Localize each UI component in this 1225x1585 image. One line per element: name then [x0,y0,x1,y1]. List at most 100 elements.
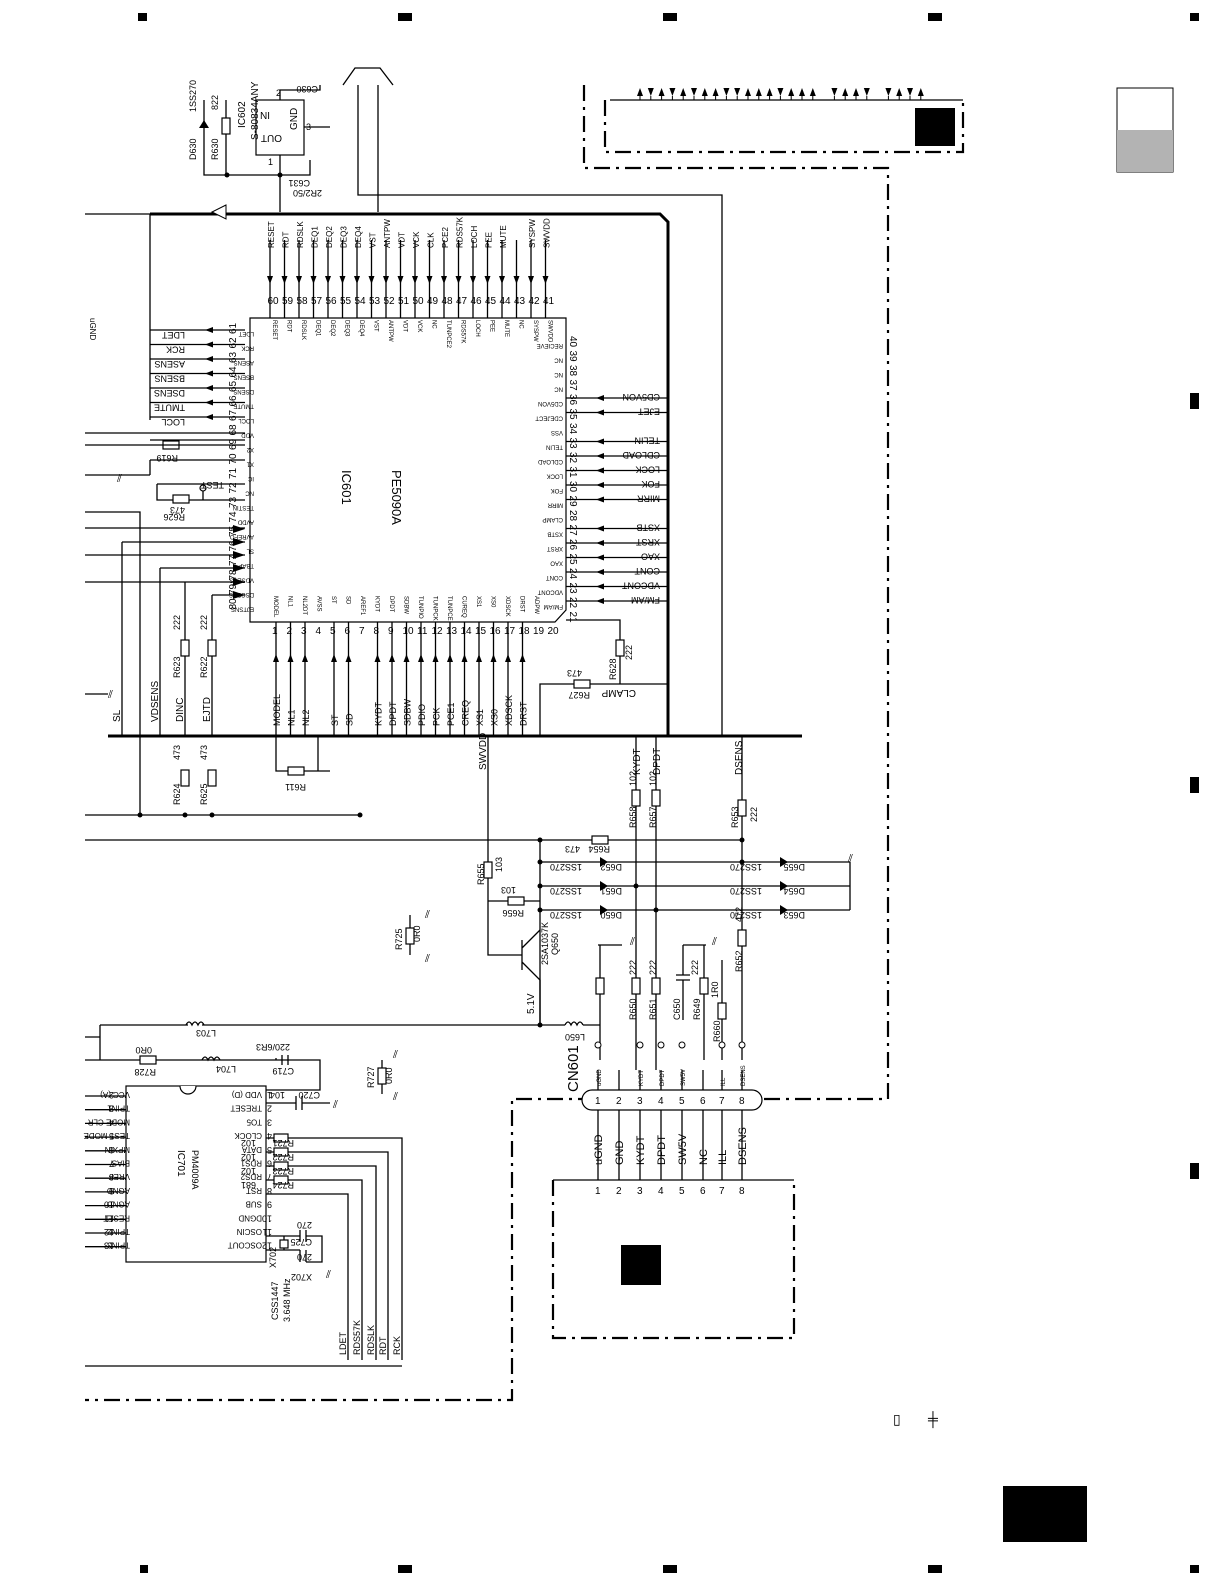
ic601-pin-number: 80 [228,598,239,610]
ic601-pin-number: 8 [374,626,380,637]
cn601-lower-pin-number: 3 [637,1186,643,1197]
ic601-net-label: CONT [634,566,660,576]
ic601-pin-number: 77 [228,554,239,566]
ic601-pin-number: 39 [567,351,578,363]
r658-val: 102 [628,771,638,786]
r654-val: 473 [565,844,580,854]
ic601-net-label: SYSPW [528,219,537,248]
r724-ref: R724 [272,1180,294,1190]
ic601-pin-number: 2 [287,626,293,637]
ic701-pin-number: 12 [104,1227,114,1237]
ic601-net-label: XAO [641,552,660,562]
connector-arrow [669,88,676,96]
c726-ref: X702 [291,1272,312,1282]
connector-arrow [755,88,762,96]
r653-val: 222 [749,807,759,822]
lower-board-marker [621,1245,661,1285]
r725-val: 0R0 [412,925,422,942]
ic701-pin-number: 3 [109,1104,114,1114]
ic601-pin-number: 7 [359,626,365,637]
ic701-pin-name: MODE CLR [88,1117,130,1126]
ic601-pin-name: SYSPW [532,320,538,342]
cn601-tap-label: KYDT [639,1070,645,1086]
d630-ref: D630 [188,138,198,160]
ic601-net-label: EJET [637,407,660,417]
c720-val: 104 [270,1090,285,1100]
ic602-pin1: 1 [268,157,273,167]
cn601-tap-label: uGND [597,1069,603,1086]
ic601-pin-number: 13 [446,626,458,637]
cn601-pin-number: 5 [679,1096,685,1107]
ic601-net-label: PEE [485,232,494,248]
ic701-pin-name: VREF [109,1172,130,1181]
ic601-pin-name: MIRR [547,502,563,508]
d654-type: 1SS270 [730,886,762,896]
ic601-pin-number: 28 [567,510,578,522]
r721-val: 102 [241,1138,256,1148]
svg-text:⫽: ⫽ [424,909,430,921]
ic601-net-label: SD [345,713,355,726]
ic601-net-label: RDS57K [456,216,465,248]
wire [539,619,668,736]
ic601-pin-name: NC [245,490,254,496]
ic701-pin-name: SUB [246,1200,262,1209]
ic601-pin-number: 32 [567,452,578,464]
cn601-lower-pin-number: 6 [700,1186,706,1197]
cn601-pin-number: 8 [739,1096,745,1107]
d630-type: 1SS270 [188,80,198,112]
ic601-pin-number: 27 [567,525,578,537]
ic601-pin-number: 69 [228,438,239,450]
ic701-pin-number: 2 [267,1104,272,1114]
ic601-net-label: VST [369,232,378,248]
ic701-pin-name: CLOCK [234,1131,262,1140]
cn601-pin-number: 4 [658,1096,664,1107]
ic602-in-label: IN [260,109,270,120]
ic601-pin-number: 63 [228,351,239,363]
connector-arrow [885,88,892,96]
ic601-net-label: XS0 [490,709,500,726]
svg-text:⫽: ⫽ [392,1049,398,1061]
ic601-pin-name: RDSLK [300,320,306,340]
ic601-net-label: CLK [427,232,436,248]
connector-arrow [637,88,643,96]
r655-val: 103 [494,857,504,872]
r623-val: 222 [172,615,182,630]
ic701-pin-number: 10 [104,1200,114,1210]
r652-val: 472 [734,907,744,922]
ic601-pin-name: RESET [271,320,277,340]
r658-ref: R658 [628,806,638,828]
ic601-pin-number: 17 [504,626,516,637]
ic601-net-label: DEQ4 [354,226,363,248]
ic701-pin-name: OSCOUT [228,1241,262,1250]
ic601-pin-name: DEQ2 [329,320,335,337]
ic601-pin-name: DPDT [388,596,394,613]
r628-ref: R628 [608,658,618,680]
c719-val: 220/6R3 [256,1042,290,1052]
ic601-pin-name: NC [554,357,563,363]
ic701-pin-number: 6 [109,1145,114,1155]
d653-type: 1SS270 [730,910,762,920]
ic601-pin-name: CLAMP [542,516,563,522]
ic601-net-label: FM/AM [631,595,660,605]
connector-arrow [691,88,697,96]
ic601-pin-name: SWVDD [547,320,553,343]
r655-ref: R655 [476,863,486,885]
ic601-pin-name: TUNPCE [446,596,452,621]
svg-text:⫽: ⫽ [424,953,430,965]
ic601-pin-number: 25 [567,554,578,566]
ic601-pins: 60RESET59RDT58RDSLK57DEQ156DEQ255DEQ354D… [150,240,668,736]
ugnd-label: uGND [88,318,97,340]
ic701-pin-name: TRESET [230,1104,262,1113]
r722-ref: R722 [272,1152,294,1162]
ic601-pin-number: 23 [567,583,578,595]
connector-arrow [788,88,795,96]
ic601-pin-number: 49 [427,296,439,307]
ic601-pin-number: 67 [228,409,239,421]
r660-ref: R660 [712,1020,722,1042]
connector-arrow [734,88,741,96]
ic601-pin-name: XS1 [475,596,481,608]
ic601-net-label: DSENS [154,388,185,398]
r649-val: 1R0 [710,981,720,998]
ic601-pin-name: NC [554,386,563,392]
